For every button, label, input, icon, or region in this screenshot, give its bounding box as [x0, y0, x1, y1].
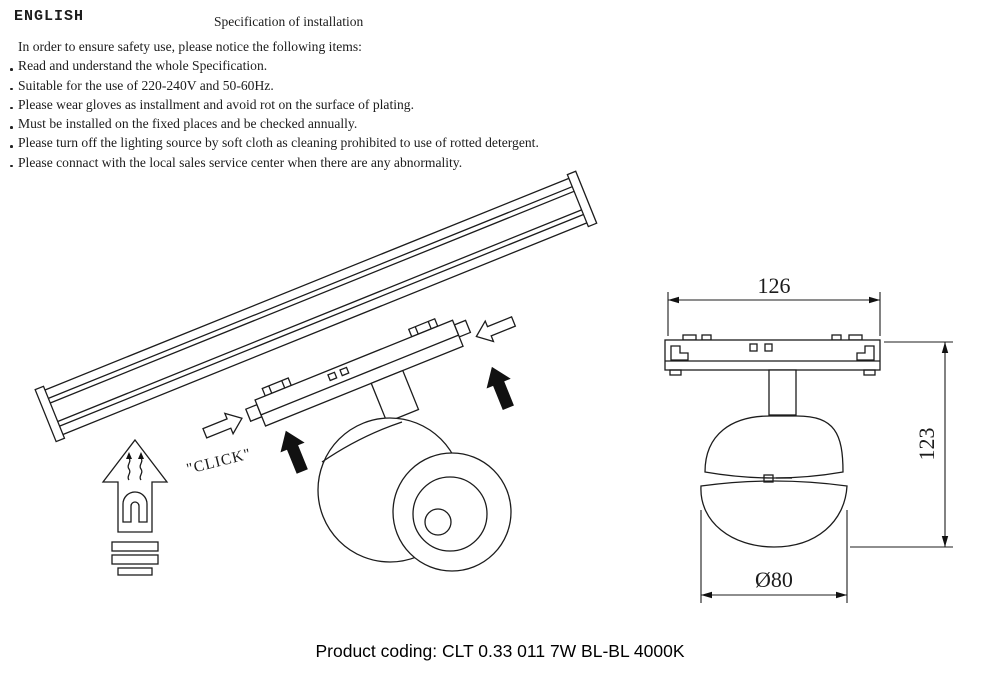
bar-clip [856, 345, 875, 361]
head-seam [321, 421, 403, 463]
bar-foot [669, 369, 682, 376]
click-label: "CLICK" [185, 445, 253, 477]
fixture-stem [370, 369, 420, 424]
dim-arrow-icon [941, 536, 949, 547]
insert-arrow-right-icon [202, 412, 243, 439]
magnet-wave [139, 457, 143, 481]
bullet-dot-icon [10, 145, 13, 149]
magnet-plate [117, 567, 153, 576]
insert-arrow-left-icon [475, 316, 517, 343]
magnet-plate [111, 554, 159, 565]
up-arrow-icon [486, 366, 514, 410]
bar-bump [682, 334, 697, 341]
instruction-text: Please wear gloves as installment and av… [18, 96, 414, 112]
instruction-text: Must be installed on the fixed places an… [18, 116, 358, 132]
dim-arrow-icon [701, 591, 712, 599]
dim-arrow-icon [941, 342, 949, 353]
spotlight-head [317, 417, 512, 572]
fixture-front-view [664, 334, 881, 548]
safety-instructions: In order to ensure safety use, please no… [10, 37, 710, 172]
track-adapter [244, 317, 472, 427]
magnet-wave-tip [126, 452, 132, 459]
seam-hinge [763, 474, 774, 483]
product-coding: Product coding: CLT 0.33 011 7W BL-BL 40… [315, 641, 685, 661]
instruction-text: Read and understand the whole Specificat… [18, 58, 268, 74]
dimension-height: 123 [850, 341, 953, 548]
track-end-cap [34, 385, 66, 443]
instruction-item: Please wear gloves as installment and av… [10, 95, 710, 114]
track-rail [34, 170, 598, 443]
instruction-text: Suitable for the use of 220-240V and 50-… [18, 77, 274, 93]
dim-arrow-icon [869, 296, 880, 304]
instruction-item: Suitable for the use of 220-240V and 50-… [10, 76, 710, 95]
bullet-dot-icon [10, 87, 13, 91]
dim-arrow-icon [836, 591, 847, 599]
bullet-dot-icon [10, 126, 13, 129]
instruction-item: Please turn off the lighting source by s… [10, 133, 710, 152]
instruction-text: Please connact with the local sales serv… [18, 154, 463, 170]
language-label: ENGLISH [14, 8, 85, 25]
page-title: Specification of installation [214, 14, 364, 29]
magnet-plate [111, 541, 159, 552]
instructions-intro: In order to ensure safety use, please no… [18, 39, 362, 54]
bar-screw [764, 343, 773, 352]
dimension-diameter-label: Ø80 [755, 567, 793, 592]
bar-bump [848, 334, 863, 341]
up-arrow-icon [280, 430, 308, 474]
bullet-dot-icon [10, 106, 13, 110]
horseshoe-magnet [122, 491, 148, 523]
magnet-wave-tip [138, 452, 144, 459]
bar-bump [701, 334, 712, 341]
dimension-width-label: 126 [758, 273, 791, 298]
dimension-height-label: 123 [914, 428, 939, 461]
head-lens-center [424, 508, 452, 536]
instruction-item: Please connact with the local sales serv… [10, 153, 710, 172]
instruction-item: Read and understand the whole Specificat… [10, 56, 710, 75]
body-lower-half [700, 480, 848, 548]
head-lens [412, 476, 488, 552]
body-upper-half [704, 415, 844, 479]
bullet-dot-icon [10, 164, 13, 168]
adapter-body [254, 319, 464, 427]
bar-foot [863, 369, 876, 376]
dimension-width: 126 [667, 273, 881, 336]
bar-bump [831, 334, 842, 341]
instructions-list: Read and understand the whole Specificat… [10, 56, 710, 172]
bar-clip [670, 345, 689, 361]
stem-front [768, 369, 797, 416]
instruction-item: Must be installed on the fixed places an… [10, 114, 710, 133]
track-end-cap [566, 170, 598, 228]
dimension-diameter: Ø80 [700, 510, 848, 603]
adapter-screw [339, 366, 350, 377]
dim-arrow-icon [668, 296, 679, 304]
bar-screw [749, 343, 758, 352]
adapter-screw [327, 371, 338, 382]
bullet-dot-icon [10, 68, 13, 71]
track-assembly [34, 170, 598, 474]
magnet-icon [101, 438, 169, 576]
instruction-text: Please turn off the lighting source by s… [18, 135, 539, 151]
magnet-wave [127, 457, 131, 481]
magnet-up-arrow [101, 438, 169, 533]
installation-diagram: "CLICK" 12 [34, 170, 953, 603]
